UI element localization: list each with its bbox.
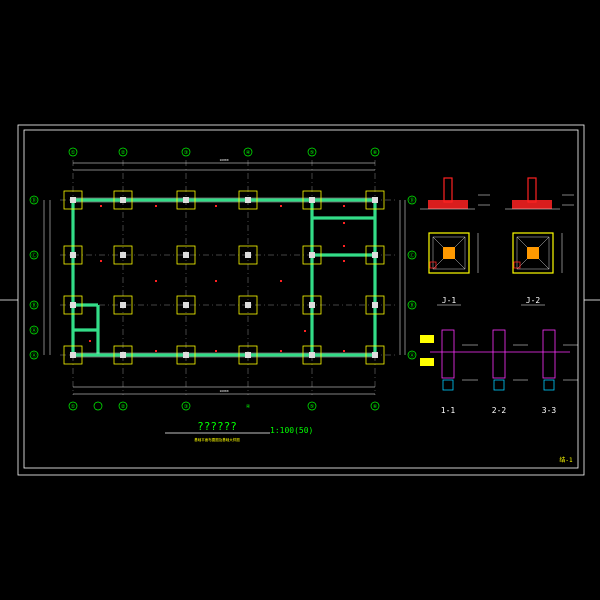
beam-edges — [70, 197, 378, 358]
plan-title: ?????? — [197, 420, 237, 433]
dim-total-bottom: 16000 — [219, 389, 228, 393]
axis-label-right-2: Ⓒ — [409, 252, 414, 259]
section-details — [420, 329, 578, 391]
axis-bubbles-bottom — [68, 401, 380, 411]
plan-scale: 1:100(50) — [270, 426, 313, 435]
section-1-label: 1-1 — [441, 406, 456, 415]
sheet-frame — [0, 124, 600, 476]
axis-label-bottom-3: ③ — [184, 404, 189, 410]
axis-label-bottom-4: ④ — [246, 404, 251, 410]
axis-label-bottom-1: ① — [71, 404, 76, 410]
axis-label-top-6: ⑥ — [373, 150, 378, 156]
plan-subtitle: 基础平面布置图及基础大样图 — [194, 437, 240, 442]
axis-label-bottom-2: ② — [121, 404, 126, 410]
axis-bubbles-top — [68, 147, 380, 157]
axis-label-left-1: Ⓓ — [31, 197, 36, 204]
axis-label-right-1: Ⓓ — [409, 197, 414, 204]
section-2-label: 2-2 — [492, 406, 507, 415]
axis-label-left-3: Ⓑ — [31, 302, 36, 309]
detail-j2-elevation — [505, 177, 574, 210]
axis-bubbles-left — [29, 195, 39, 360]
axis-label-right-3: Ⓑ — [409, 302, 414, 309]
axis-label-left-4: Ⓐ — [31, 327, 36, 334]
axis-label-left-2: Ⓒ — [31, 252, 36, 259]
detail-j1-plan — [428, 232, 479, 274]
axis-label-left-5: Ⓐ — [31, 352, 36, 359]
columns — [70, 197, 378, 358]
axis-label-bottom-5: ⑤ — [310, 404, 315, 410]
axis-label-top-3: ③ — [184, 150, 189, 156]
dim-total-top: 16000 — [219, 158, 228, 162]
detail-j1-label: J-1 — [442, 296, 457, 305]
dimension-lines — [43, 162, 406, 395]
section-3-label: 3-3 — [542, 406, 557, 415]
axis-label-top-5: ⑤ — [310, 150, 315, 156]
foundation-beams — [70, 197, 378, 358]
axis-label-top-4: ④ — [246, 150, 251, 156]
axis-label-right-4: Ⓐ — [409, 352, 414, 359]
axis-label-top-1: ① — [71, 150, 76, 156]
footings — [63, 190, 385, 365]
detail-j2-plan — [512, 232, 563, 274]
axis-label-bottom-6: ⑥ — [373, 404, 378, 410]
rebar-marks — [89, 205, 345, 352]
grid-lines — [60, 160, 395, 395]
detail-j2-label: J-2 — [526, 296, 541, 305]
axis-label-top-2: ② — [121, 150, 126, 156]
detail-j1-elevation — [420, 177, 490, 210]
axis-bubbles-right — [407, 195, 417, 360]
sheet-number: 结-1 — [559, 456, 573, 464]
